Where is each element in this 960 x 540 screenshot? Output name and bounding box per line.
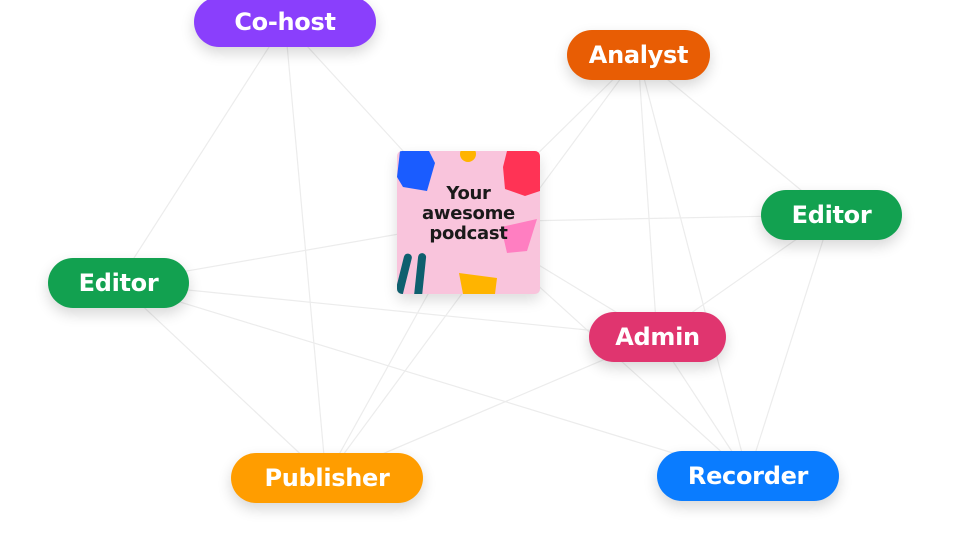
connection-line [117, 282, 327, 479]
role-recorder[interactable]: Recorder [657, 451, 839, 501]
connection-line [747, 214, 832, 477]
podcast-cover[interactable]: Your awesome podcast [397, 151, 540, 294]
orange-dot [460, 151, 476, 162]
teal-bar [397, 253, 412, 294]
connection-line [117, 21, 286, 284]
connection-line [637, 54, 658, 338]
red-shape [503, 151, 540, 196]
role-editor[interactable]: Editor [48, 258, 189, 308]
teal-bar [413, 253, 427, 294]
podcast-title: Your awesome podcast [422, 183, 515, 244]
connection-line [637, 54, 832, 216]
cover-art-shapes [397, 151, 540, 294]
connection-line [117, 282, 749, 477]
role-cohost[interactable]: Co-host [194, 0, 376, 47]
role-editor[interactable]: Editor [761, 190, 902, 240]
role-publisher[interactable]: Publisher [231, 453, 423, 503]
role-analyst[interactable]: Analyst [567, 30, 710, 80]
connection-line [117, 282, 658, 338]
pink-shape [501, 219, 537, 253]
role-admin[interactable]: Admin [589, 312, 726, 362]
blue-shape [397, 151, 435, 191]
yellow-shape [459, 273, 497, 294]
connection-line [637, 54, 749, 477]
